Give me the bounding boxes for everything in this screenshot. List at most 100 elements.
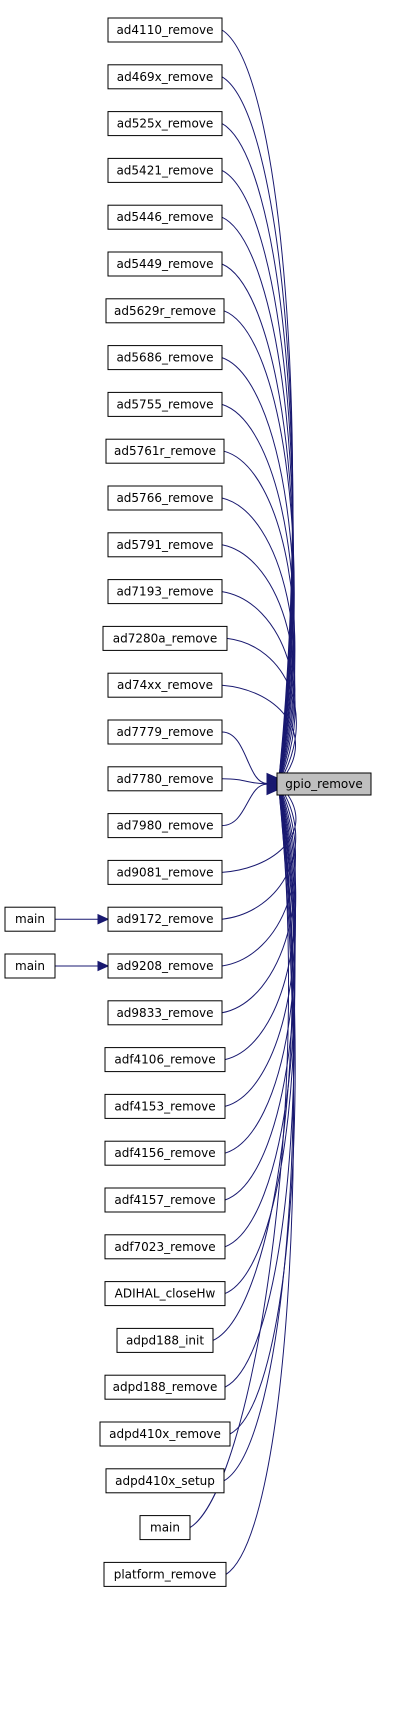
node-ad9172-remove-label: ad9172_remove bbox=[116, 912, 213, 926]
node-adpd410x-setup[interactable]: adpd410x_setup bbox=[105, 1468, 225, 1494]
node-adf4106-remove-box bbox=[104, 1047, 226, 1073]
node-ad9208-remove-box bbox=[107, 953, 223, 979]
node-main-1-label: main bbox=[15, 912, 45, 926]
node-adpd410x-setup-box bbox=[105, 1468, 225, 1494]
arrowhead-icon bbox=[97, 913, 110, 925]
node-ad5755-remove-label: ad5755_remove bbox=[116, 397, 213, 411]
edge-adihal-closehw-27-to-gpio-remove bbox=[224, 782, 296, 1295]
node-platform-remove[interactable]: platform_remove bbox=[103, 1561, 227, 1587]
node-ad7193-remove-box bbox=[107, 579, 223, 605]
node-main-2[interactable]: main bbox=[4, 953, 56, 979]
node-ad7280a-remove-label: ad7280a_remove bbox=[113, 631, 217, 645]
node-ad7193-remove[interactable]: ad7193_remove bbox=[107, 579, 223, 605]
node-ad7780-remove-label: ad7780_remove bbox=[116, 772, 213, 786]
node-ad9081-remove[interactable]: ad9081_remove bbox=[107, 859, 223, 885]
edge-ad5686-remove-7-to-gpio-remove-line bbox=[221, 357, 295, 781]
node-ad5686-remove[interactable]: ad5686_remove bbox=[107, 345, 223, 371]
node-ad5449-remove[interactable]: ad5449_remove bbox=[107, 251, 223, 277]
edge-ad4110-remove-0-to-gpio-remove-line bbox=[221, 29, 294, 779]
edge-ad5755-remove-8-to-gpio-remove-line bbox=[221, 403, 295, 782]
node-adpd188-remove[interactable]: adpd188_remove bbox=[104, 1374, 226, 1400]
node-adf4156-remove[interactable]: adf4156_remove bbox=[104, 1140, 226, 1166]
edge-ad469x-remove-1-to-gpio-remove-line bbox=[221, 76, 294, 779]
node-ad5446-remove[interactable]: ad5446_remove bbox=[107, 204, 223, 230]
edge-ad469x-remove-1-to-gpio-remove bbox=[221, 76, 294, 784]
node-ad469x-remove[interactable]: ad469x_remove bbox=[107, 64, 223, 90]
node-ad5761r-remove-label: ad5761r_remove bbox=[114, 444, 216, 458]
node-ad7780-remove-box bbox=[107, 766, 223, 792]
node-ad9208-remove-label: ad9208_remove bbox=[116, 959, 213, 973]
node-ad7779-remove[interactable]: ad7779_remove bbox=[107, 719, 223, 745]
node-ad525x-remove-label: ad525x_remove bbox=[117, 117, 214, 131]
node-adpd188-init[interactable]: adpd188_init bbox=[116, 1327, 214, 1353]
node-ad5421-remove-box bbox=[107, 157, 223, 183]
node-ad5755-remove-box bbox=[107, 391, 223, 417]
node-ad4110-remove[interactable]: ad4110_remove bbox=[107, 17, 223, 43]
node-ad7980-remove-label: ad7980_remove bbox=[116, 819, 213, 833]
node-ad469x-remove-box bbox=[107, 64, 223, 90]
node-ad7280a-remove-box bbox=[102, 625, 228, 651]
node-gpio-remove-target[interactable]: gpio_remove bbox=[276, 772, 372, 796]
node-adpd410x-remove-label: adpd410x_remove bbox=[109, 1427, 221, 1441]
node-ad5761r-remove[interactable]: ad5761r_remove bbox=[105, 438, 225, 464]
call-edges bbox=[55, 29, 297, 1575]
call-nodes: ad4110_remove ad469x_remove ad525x_removea… bbox=[4, 17, 372, 1587]
node-adihal-closehw[interactable]: ADIHAL_closeHw bbox=[104, 1281, 226, 1307]
edge-ad7280a-remove-13-to-gpio-remove-line bbox=[226, 637, 297, 783]
node-ad9208-remove[interactable]: ad9208_remove bbox=[107, 953, 223, 979]
edge-adf4157-remove-25-to-gpio-remove-line bbox=[224, 786, 296, 1201]
node-adf4106-remove[interactable]: adf4106_remove bbox=[104, 1047, 226, 1073]
edge-ad5629r-remove-6-to-gpio-remove-line bbox=[223, 310, 295, 781]
node-adf7023-remove-label: adf7023_remove bbox=[114, 1240, 215, 1254]
node-ad5629r-remove-box bbox=[105, 298, 225, 324]
arrowhead-icon bbox=[266, 784, 279, 796]
node-ad74xx-remove-label: ad74xx_remove bbox=[117, 678, 213, 692]
node-ad74xx-remove[interactable]: ad74xx_remove bbox=[107, 672, 223, 698]
node-ad7280a-remove[interactable]: ad7280a_remove bbox=[102, 625, 228, 651]
edge-ad525x-remove-2-to-gpio-remove-line bbox=[221, 123, 294, 779]
node-adf4157-remove-label: adf4157_remove bbox=[114, 1193, 215, 1207]
edge-ad5761r-remove-9-to-gpio-remove-line bbox=[223, 450, 296, 782]
node-ad5755-remove[interactable]: ad5755_remove bbox=[107, 391, 223, 417]
edge-main-to-ad9208-remove bbox=[55, 960, 110, 972]
node-ad525x-remove[interactable]: ad525x_remove bbox=[107, 111, 223, 137]
node-ad9172-remove-box bbox=[107, 906, 223, 932]
node-adf4153-remove[interactable]: adf4153_remove bbox=[104, 1093, 226, 1119]
edge-ad74xx-remove-14-to-gpio-remove-line bbox=[221, 684, 297, 784]
node-ad9833-remove[interactable]: ad9833_remove bbox=[107, 1000, 223, 1026]
node-adf4157-remove[interactable]: adf4157_remove bbox=[104, 1187, 226, 1213]
node-ad9833-remove-box bbox=[107, 1000, 223, 1026]
node-adf4153-remove-label: adf4153_remove bbox=[114, 1099, 215, 1113]
edge-adihal-closehw-27-to-gpio-remove-line bbox=[224, 787, 296, 1295]
node-main-2-box bbox=[4, 953, 56, 979]
node-adpd188-init-label: adpd188_init bbox=[126, 1333, 204, 1347]
edge-platform-remove-33-to-gpio-remove-line bbox=[225, 789, 295, 1575]
node-ad5766-remove-label: ad5766_remove bbox=[116, 491, 213, 505]
node-platform-remove-label: platform_remove bbox=[114, 1567, 217, 1581]
node-adf4156-remove-label: adf4156_remove bbox=[114, 1146, 215, 1160]
node-ad7980-remove-box bbox=[107, 813, 223, 839]
edge-ad5791-remove-11-to-gpio-remove-line bbox=[221, 544, 296, 783]
node-ad469x-remove-label: ad469x_remove bbox=[117, 70, 214, 84]
node-ad9172-remove[interactable]: ad9172_remove bbox=[107, 906, 223, 932]
node-ad7780-remove[interactable]: ad7780_remove bbox=[107, 766, 223, 792]
node-main-1[interactable]: main bbox=[4, 906, 56, 932]
node-adpd410x-remove[interactable]: adpd410x_remove bbox=[99, 1421, 231, 1447]
edge-ad5446-remove-4-to-gpio-remove bbox=[221, 216, 294, 785]
node-ad5766-remove[interactable]: ad5766_remove bbox=[107, 485, 223, 511]
node-ad5421-remove[interactable]: ad5421_remove bbox=[107, 157, 223, 183]
node-adf4157-remove-box bbox=[104, 1187, 226, 1213]
node-ad5629r-remove[interactable]: ad5629r_remove bbox=[105, 298, 225, 324]
node-gpio-remove-target-box bbox=[276, 772, 372, 796]
node-ad4110-remove-label: ad4110_remove bbox=[116, 23, 213, 37]
edge-ad5766-remove-10-to-gpio-remove-line bbox=[221, 497, 296, 782]
node-ad4110-remove-box bbox=[107, 17, 223, 43]
node-main-caller-label: main bbox=[150, 1521, 180, 1535]
node-ad5449-remove-label: ad5449_remove bbox=[116, 257, 213, 271]
node-adf7023-remove[interactable]: adf7023_remove bbox=[104, 1234, 226, 1260]
node-main-caller[interactable]: main bbox=[139, 1515, 191, 1541]
node-ad74xx-remove-box bbox=[107, 672, 223, 698]
node-ad5791-remove[interactable]: ad5791_remove bbox=[107, 532, 223, 558]
node-ad7980-remove[interactable]: ad7980_remove bbox=[107, 813, 223, 839]
node-main-1-box bbox=[4, 906, 56, 932]
